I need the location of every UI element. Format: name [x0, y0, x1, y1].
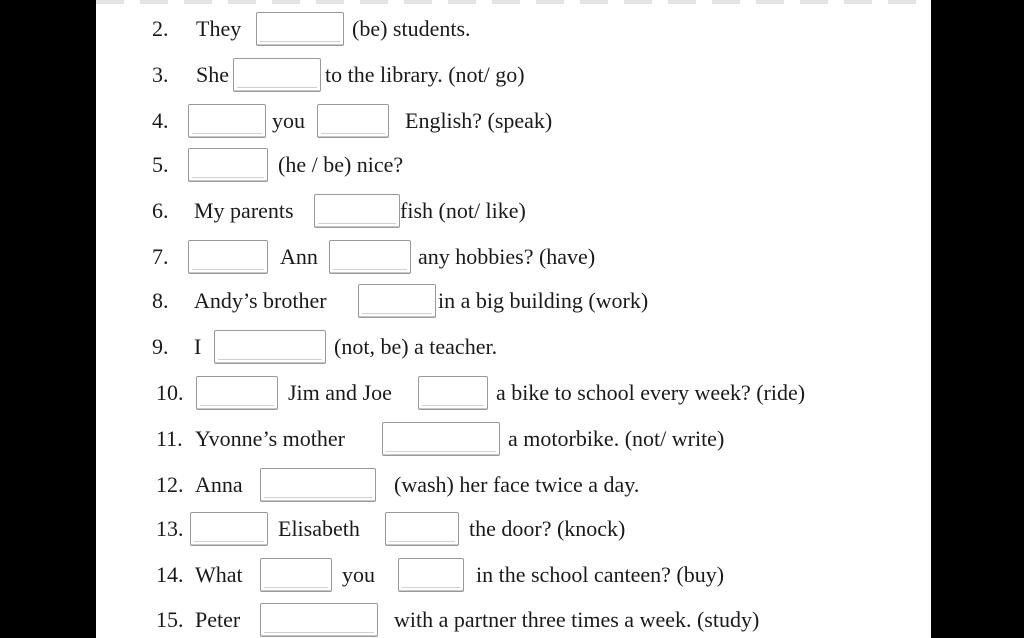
- item-text: a bike to school every week? (ride): [496, 380, 806, 405]
- answer-box[interactable]: [233, 58, 321, 92]
- answer-box[interactable]: [214, 330, 326, 364]
- item-text: with a partner three times a week. (stud…: [394, 607, 760, 632]
- item-text: a motorbike. (not/ write): [508, 426, 725, 451]
- answer-box[interactable]: [188, 148, 268, 182]
- item-text: They: [196, 16, 242, 41]
- answer-box[interactable]: [260, 558, 332, 592]
- exercise-item-7: 7. Ann any hobbies? (have): [96, 240, 931, 274]
- exercise-item-12: 12. Anna (wash) her face twice a day.: [96, 468, 931, 502]
- exercise-item-9: 9. I (not, be) a teacher.: [96, 330, 931, 364]
- item-number: 12.: [156, 472, 184, 497]
- answer-box[interactable]: [358, 284, 436, 318]
- answer-box[interactable]: [418, 376, 488, 410]
- item-text: I: [194, 334, 202, 359]
- item-text: you: [342, 562, 375, 587]
- item-text: Ann: [280, 244, 318, 269]
- exercise-item-13: 13. Elisabeth the door? (knock): [96, 512, 931, 546]
- item-number: 6.: [152, 198, 169, 223]
- exercise-item-10: 10. Jim and Joe a bike to school every w…: [96, 376, 931, 410]
- item-text: any hobbies? (have): [418, 244, 596, 269]
- item-text: in the school canteen? (buy): [476, 562, 725, 587]
- item-number: 7.: [152, 244, 169, 269]
- item-text: in a big building (work): [438, 288, 649, 313]
- item-text: (be) students.: [352, 16, 471, 41]
- answer-box[interactable]: [260, 603, 378, 637]
- answer-box[interactable]: [398, 558, 464, 592]
- item-text: Peter: [195, 607, 241, 632]
- top-cropped-text: [96, 0, 931, 4]
- item-number: 13.: [156, 516, 184, 541]
- exercise-item-2: 2. They (be) students.: [96, 12, 931, 46]
- item-number: 8.: [152, 288, 169, 313]
- item-number: 2.: [152, 16, 169, 41]
- answer-box[interactable]: [329, 240, 411, 274]
- answer-box[interactable]: [317, 104, 389, 138]
- item-number: 9.: [152, 334, 169, 359]
- item-text: fish (not/ like): [400, 198, 526, 223]
- exercise-item-3: 3. She to the library. (not/ go): [96, 58, 931, 92]
- item-text: Andy’s brother: [194, 288, 327, 313]
- item-text: My parents: [194, 198, 294, 223]
- answer-box[interactable]: [188, 240, 268, 274]
- exercise-item-8: 8. Andy’s brother in a big building (wor…: [96, 284, 931, 318]
- item-text: you: [272, 108, 305, 133]
- worksheet-page: 2. They (be) students. 3. She to the lib…: [96, 0, 931, 638]
- item-number: 4.: [152, 108, 169, 133]
- exercise-item-15: 15. Peter with a partner three times a w…: [96, 603, 931, 637]
- item-number: 3.: [152, 62, 169, 87]
- item-number: 11.: [156, 426, 183, 451]
- answer-box[interactable]: [314, 194, 400, 228]
- item-text: English? (speak): [405, 108, 553, 133]
- item-text: (he / be) nice?: [278, 152, 404, 177]
- exercise-item-5: 5. (he / be) nice?: [96, 148, 931, 182]
- item-number: 14.: [156, 562, 184, 587]
- exercise-item-4: 4. you English? (speak): [96, 104, 931, 138]
- item-text: (not, be) a teacher.: [334, 334, 498, 359]
- item-text: the door? (knock): [469, 516, 626, 541]
- item-text: Elisabeth: [278, 516, 360, 541]
- item-text: She: [196, 62, 229, 87]
- item-number: 10.: [156, 380, 184, 405]
- item-number: 5.: [152, 152, 169, 177]
- item-text: Yvonne’s mother: [195, 426, 345, 451]
- answer-box[interactable]: [260, 468, 376, 502]
- answer-box[interactable]: [382, 422, 500, 456]
- item-text: Anna: [195, 472, 243, 497]
- item-text: to the library. (not/ go): [325, 62, 525, 87]
- answer-box[interactable]: [188, 104, 266, 138]
- exercise-item-6: 6. My parents fish (not/ like): [96, 194, 931, 228]
- item-text: (wash) her face twice a day.: [394, 472, 640, 497]
- item-text: Jim and Joe: [288, 380, 392, 405]
- answer-box[interactable]: [385, 512, 459, 546]
- item-number: 15.: [156, 607, 184, 632]
- answer-box[interactable]: [190, 512, 268, 546]
- answer-box[interactable]: [196, 376, 278, 410]
- exercise-item-14: 14. What you in the school canteen? (buy…: [96, 558, 931, 592]
- item-text: What: [195, 562, 243, 587]
- answer-box[interactable]: [256, 12, 344, 46]
- exercise-item-11: 11. Yvonne’s mother a motorbike. (not/ w…: [96, 422, 931, 456]
